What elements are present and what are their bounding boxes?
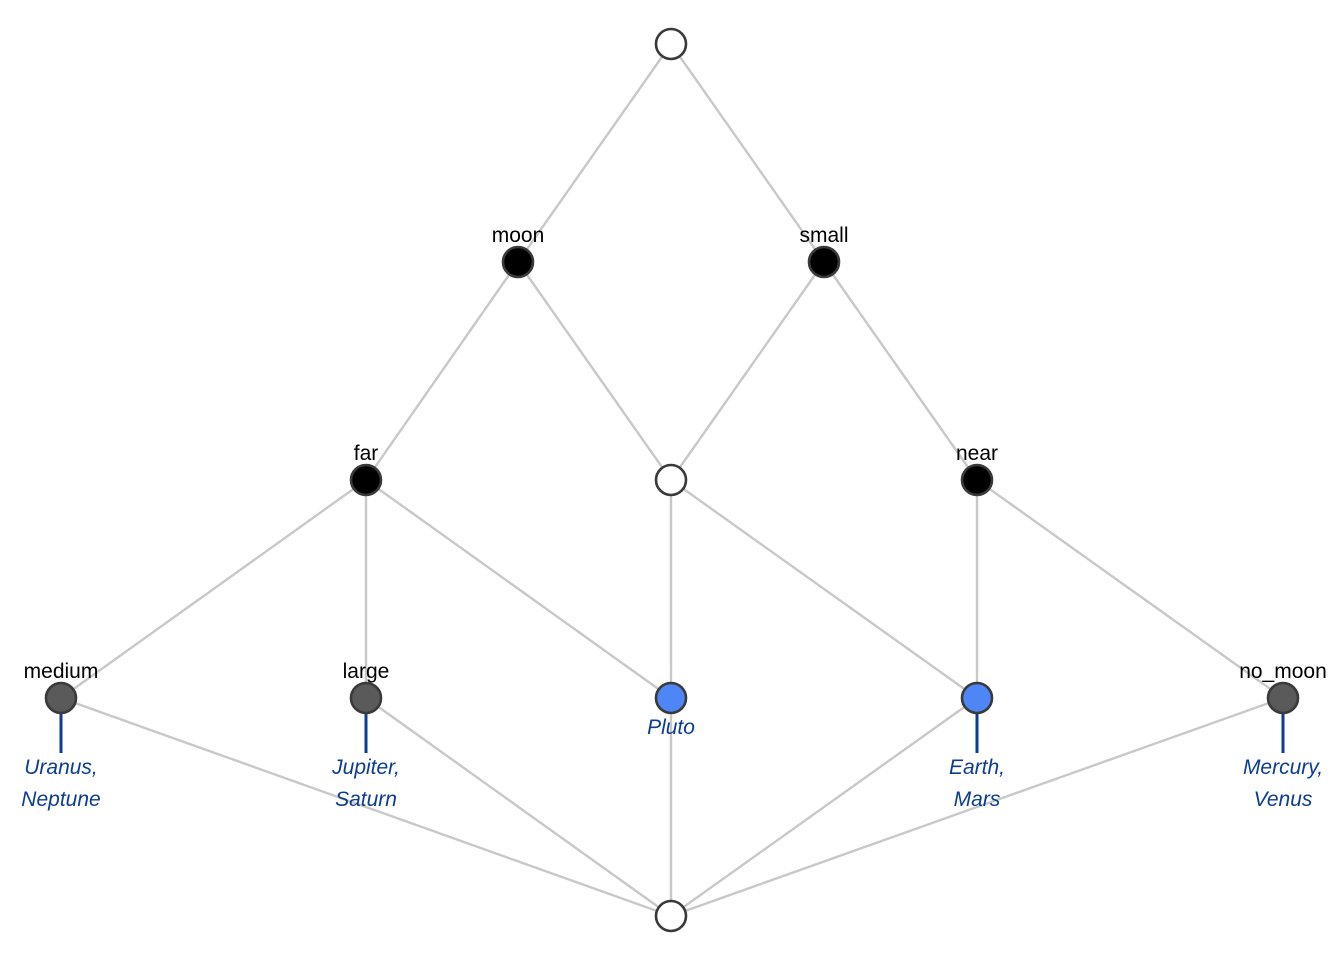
object-label-pluto-0: Pluto <box>647 716 695 739</box>
edge-mid-earthmars <box>670 479 978 699</box>
edge-medium-bottom <box>60 696 672 918</box>
concept-node-mid[interactable] <box>654 463 688 497</box>
attribute-label-medium: medium <box>24 660 99 683</box>
edge-moon-far <box>365 261 519 481</box>
object-label-no_moon-0: Mercury, <box>1243 756 1323 779</box>
edge-no_moon-bottom <box>670 696 1284 918</box>
attribute-label-moon: moon <box>492 224 545 247</box>
edge-small-near <box>823 261 978 481</box>
concept-node-near[interactable] <box>960 463 994 497</box>
object-label-large-0: Jupiter, <box>331 756 400 779</box>
lattice-edges <box>60 43 1284 918</box>
concept-node-top[interactable] <box>654 27 688 61</box>
concept-node-small[interactable] <box>807 245 841 279</box>
concept-node-earthmars[interactable] <box>960 681 994 715</box>
object-label-no_moon-1: Venus <box>1254 788 1313 811</box>
attribute-label-large: large <box>343 660 390 683</box>
edge-top-small <box>670 43 825 263</box>
edge-near-no_moon <box>976 479 1284 699</box>
lattice-nodes <box>44 27 1300 933</box>
concept-node-pluto[interactable] <box>654 681 688 715</box>
object-label-large-1: Saturn <box>335 788 397 811</box>
attribute-label-near: near <box>956 442 998 465</box>
edge-top-moon <box>517 43 672 263</box>
edge-far-medium <box>60 479 367 699</box>
edge-large-bottom <box>365 697 672 917</box>
object-label-earthmars-1: Mars <box>954 788 1001 811</box>
edge-small-mid <box>670 261 825 481</box>
concept-node-medium[interactable] <box>44 681 78 715</box>
concept-node-bottom[interactable] <box>654 899 688 933</box>
concept-node-far[interactable] <box>349 463 383 497</box>
edge-far-pluto <box>365 479 672 699</box>
attribute-label-far: far <box>354 442 379 465</box>
object-label-medium-0: Uranus, <box>24 756 98 779</box>
concept-node-no_moon[interactable] <box>1266 681 1300 715</box>
edge-moon-mid <box>517 261 672 481</box>
attribute-label-small: small <box>799 224 848 247</box>
edge-earthmars-bottom <box>670 697 978 917</box>
concept-node-moon[interactable] <box>501 245 535 279</box>
object-label-medium-1: Neptune <box>21 788 100 811</box>
object-label-earthmars-0: Earth, <box>949 756 1005 779</box>
concept-node-large[interactable] <box>349 681 383 715</box>
attribute-label-no_moon: no_moon <box>1239 660 1327 683</box>
